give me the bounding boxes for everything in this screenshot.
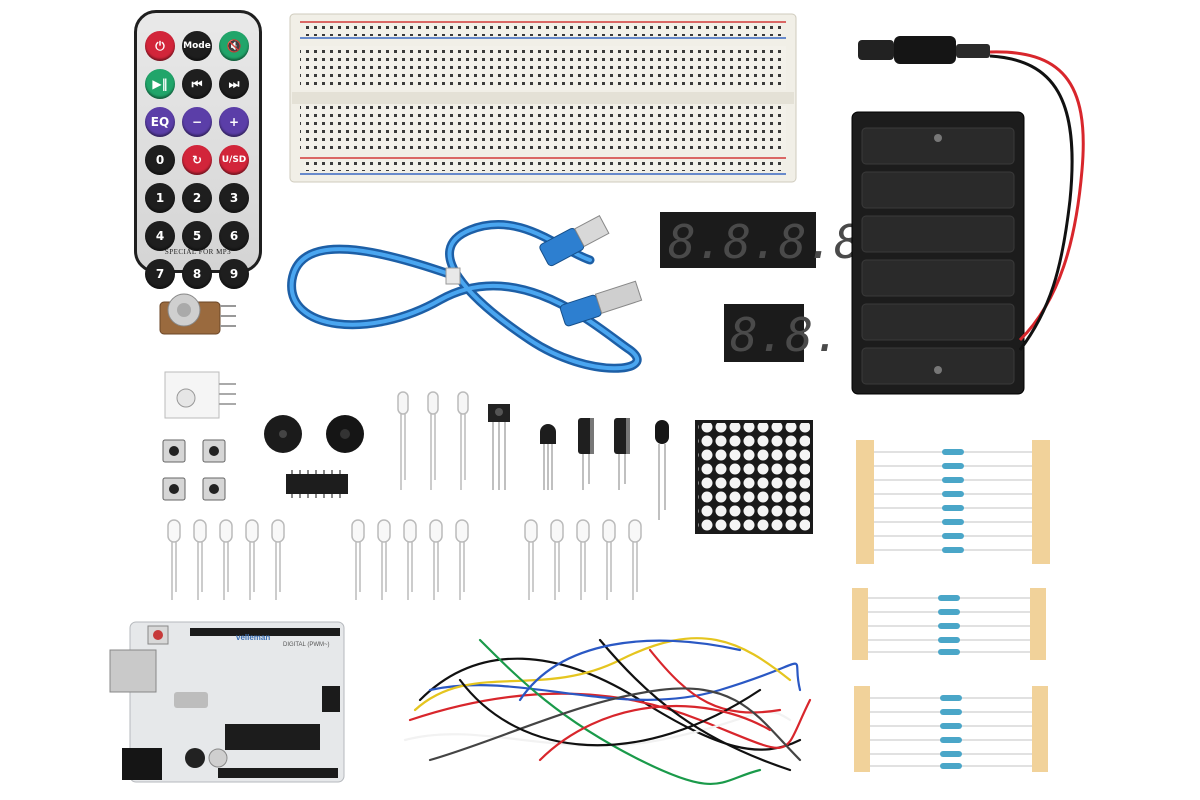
remote-button-11: U/SD	[219, 145, 249, 175]
remote-button-19: 8	[182, 259, 212, 289]
board-digital-label: DIGITAL (PWM~)	[283, 642, 330, 648]
remote-button-9: 0	[145, 145, 175, 175]
remote-button-previous-icon: ⏮	[182, 69, 212, 99]
remote-button-repeat-icon: ↻	[182, 145, 212, 175]
led-dot-matrix	[695, 420, 813, 534]
push-buttons	[162, 439, 226, 501]
remote-button-1: Mode	[182, 31, 212, 61]
remote-button-13: 2	[182, 183, 212, 213]
clear-leds-top	[397, 391, 469, 490]
jumper-wires	[403, 637, 812, 786]
remote-button-12: 1	[145, 183, 175, 213]
remote-button-16: 5	[182, 221, 212, 251]
ic-chip	[286, 470, 348, 498]
remote-button-minus-icon: −	[182, 107, 212, 137]
breadboard	[289, 13, 797, 183]
remote-button-18: 7	[145, 259, 175, 289]
display2-text: 8.8.	[730, 308, 841, 362]
remote-button-20: 9	[219, 259, 249, 289]
potentiometer	[159, 293, 236, 335]
remote-button-15: 4	[145, 221, 175, 251]
remote-button-next-icon: ⏭	[219, 69, 249, 99]
sensor-module	[164, 371, 236, 419]
ir-led	[655, 420, 669, 520]
remote-button-play-pause-icon: ▶‖	[145, 69, 175, 99]
ir-receiver	[488, 404, 510, 490]
remote-button-mute-icon: 🔇	[219, 31, 249, 61]
remote-label: SPECIAL FOR MP3	[164, 248, 232, 256]
two-digit-seven-segment-display: 8.8.	[724, 304, 841, 362]
capacitors	[578, 418, 630, 490]
remote-button-6: EQ	[145, 107, 175, 137]
remote-button-14: 3	[219, 183, 249, 213]
remote-button-17: 6	[219, 221, 249, 251]
board-brand-label: velleman	[236, 633, 271, 642]
battery-holder	[851, 36, 1085, 395]
remote-button-plus-icon: +	[219, 107, 249, 137]
remote-button-power-icon: ⏻	[145, 31, 175, 61]
transistor	[540, 424, 556, 490]
usb-cable	[287, 215, 643, 373]
buzzers	[264, 415, 364, 453]
microcontroller-board	[109, 621, 345, 783]
led-row	[167, 519, 642, 600]
four-digit-seven-segment-display: 8.8.8.8.	[660, 212, 890, 269]
resistor-bundles	[852, 440, 1050, 772]
